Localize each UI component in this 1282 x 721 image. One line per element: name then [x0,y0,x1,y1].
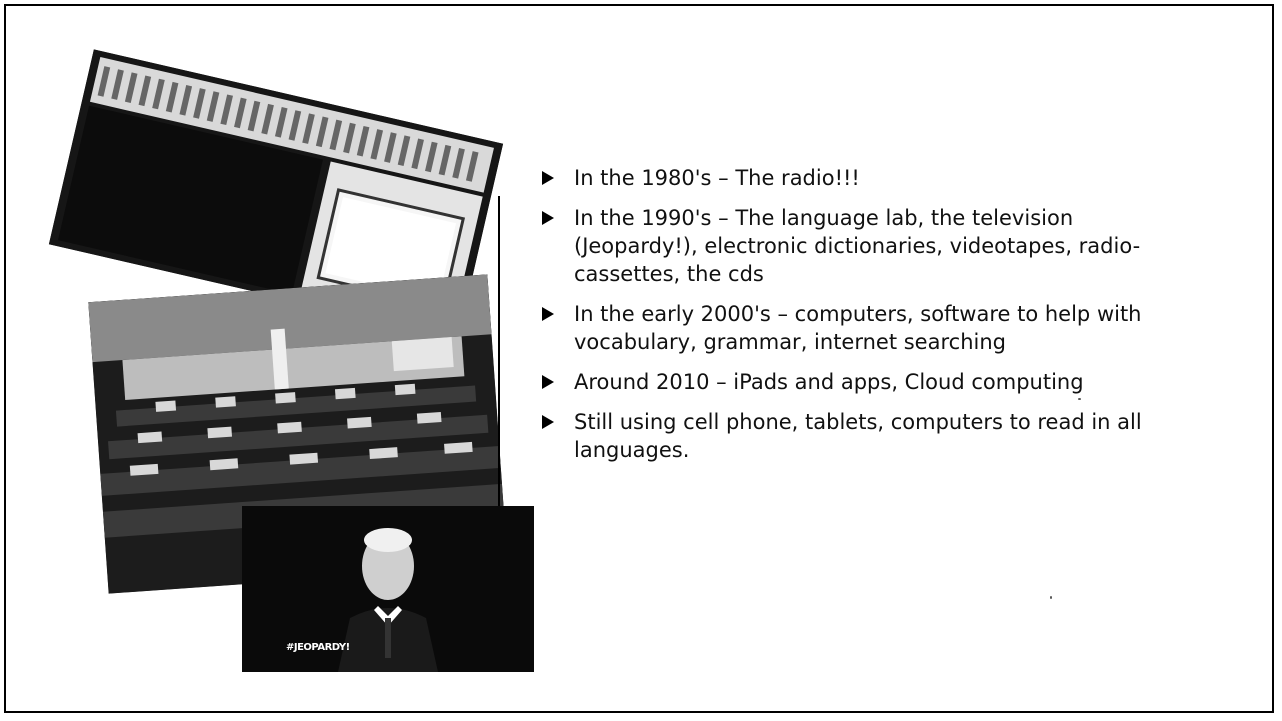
jeopardy-caption: #JEOPARDY! [286,642,350,653]
bullet-text: In the 1980's – The radio!!! [574,166,860,190]
bullet-item: Still using cell phone, tablets, compute… [542,408,1202,464]
bullet-list: In the 1980's – The radio!!! In the 1990… [542,164,1202,476]
bullet-item: In the 1980's – The radio!!! [542,164,1202,192]
bullet-text: In the early 2000's – computers, softwar… [574,302,1142,354]
bullet-text: Around 2010 – iPads and apps, Cloud comp… [574,370,1084,394]
triangle-bullet-icon [542,375,554,389]
triangle-bullet-icon [542,307,554,321]
bullet-item: In the 1990's – The language lab, the te… [542,204,1202,288]
scan-speck [1078,398,1081,400]
triangle-bullet-icon [542,171,554,185]
bullet-item: In the early 2000's – computers, softwar… [542,300,1202,356]
jeopardy-photo: #JEOPARDY! [242,506,534,672]
photo-edge-line [498,196,500,506]
triangle-bullet-icon [542,415,554,429]
bullet-text: Still using cell phone, tablets, compute… [574,410,1142,462]
slide: #JEOPARDY! In the 1980's – The radio!!! … [4,4,1274,713]
bullet-text: In the 1990's – The language lab, the te… [574,206,1141,286]
scan-speck [1050,596,1052,599]
triangle-bullet-icon [542,211,554,225]
bullet-item: Around 2010 – iPads and apps, Cloud comp… [542,368,1202,396]
